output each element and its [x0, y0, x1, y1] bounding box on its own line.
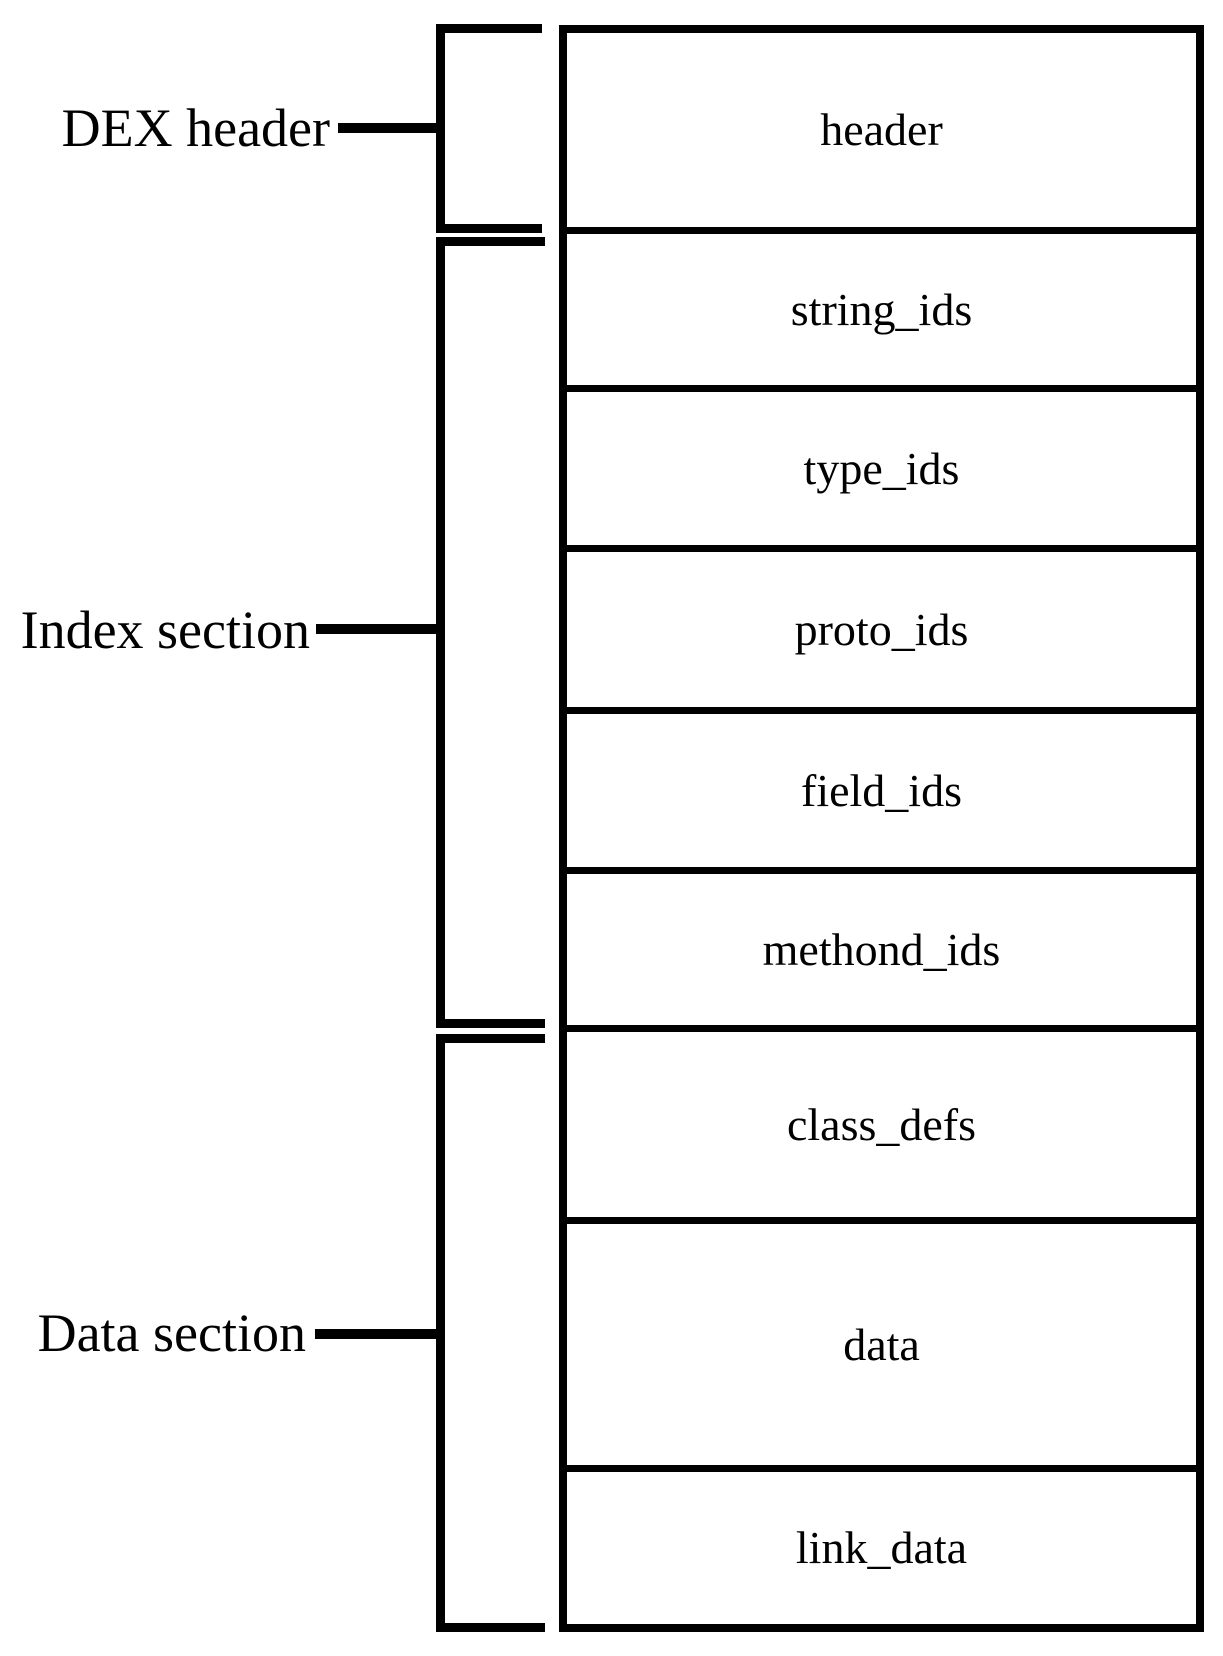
section-label-data-section: Data section: [37, 1303, 306, 1363]
bracket-index-section: [436, 237, 545, 1028]
file-map-box: header string_ids type_ids proto_ids fie…: [559, 25, 1204, 1632]
section-label-dex-header: DEX header: [61, 98, 330, 158]
cell-type-ids: type_ids: [567, 385, 1196, 545]
cell-string-ids: string_ids: [567, 227, 1196, 385]
cell-proto-ids: proto_ids: [567, 545, 1196, 707]
connector-line-index-section: [316, 624, 438, 634]
section-label-index-section: Index section: [20, 600, 310, 660]
cell-data: data: [567, 1217, 1196, 1465]
cell-field-ids: field_ids: [567, 707, 1196, 867]
cell-header: header: [820, 104, 943, 155]
cell-class-defs: class_defs: [567, 1025, 1196, 1217]
cell-methond-ids: methond_ids: [567, 867, 1196, 1025]
cell-link-data: link_data: [567, 1465, 1196, 1624]
connector-line-dex-header: [338, 123, 438, 133]
bracket-data-section: [436, 1034, 545, 1632]
bracket-dex-header: [436, 24, 542, 233]
connector-line-data-section: [315, 1329, 438, 1339]
